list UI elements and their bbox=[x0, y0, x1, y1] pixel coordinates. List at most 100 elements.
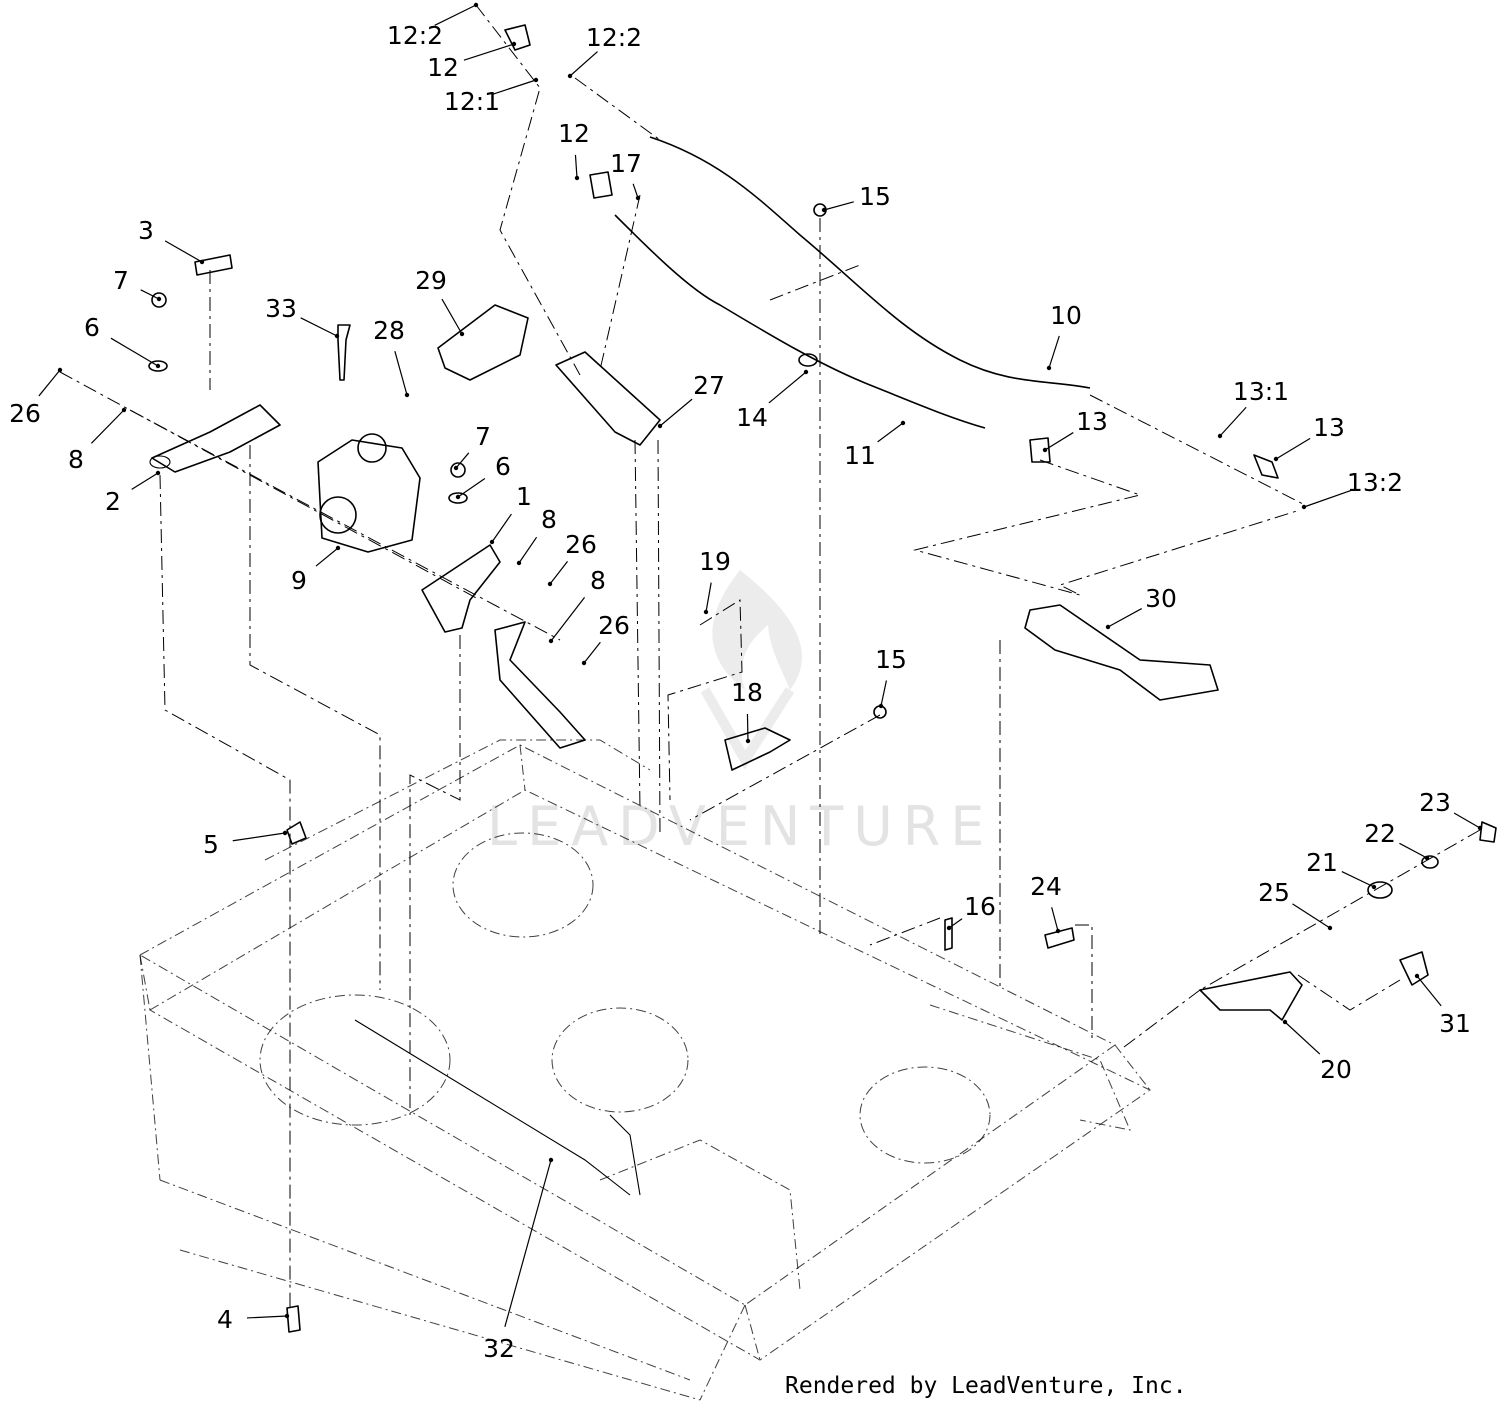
callout-label: 14 bbox=[736, 403, 768, 432]
callout-label: 26 bbox=[565, 530, 597, 559]
leader-line bbox=[583, 641, 601, 664]
leader-line bbox=[232, 832, 286, 842]
leader-line bbox=[550, 597, 586, 642]
leader-dot bbox=[745, 738, 751, 744]
leader-line bbox=[434, 4, 477, 26]
leader-dot bbox=[473, 2, 479, 8]
callout-label: 25 bbox=[1258, 878, 1290, 907]
leader-dot bbox=[334, 333, 340, 339]
callout-label: 6 bbox=[84, 313, 100, 342]
bracket-1 bbox=[421, 544, 501, 633]
callout-label: 12:1 bbox=[444, 87, 500, 116]
leader-line bbox=[1303, 488, 1355, 508]
leader-dot bbox=[57, 367, 63, 373]
cylinder-27 bbox=[555, 351, 661, 446]
leader-dot bbox=[581, 660, 587, 666]
callout-label: 21 bbox=[1306, 848, 1338, 877]
leader-dot bbox=[489, 539, 495, 545]
callout-label: 10 bbox=[1050, 301, 1082, 330]
gearbox-9 bbox=[317, 439, 421, 553]
leader-dot bbox=[121, 407, 127, 413]
callout-label: 17 bbox=[610, 149, 642, 178]
leader-dot bbox=[156, 296, 162, 302]
callout-label: 13 bbox=[1313, 413, 1345, 442]
callouts: 12:2 12 12:1 12:2 12 17 15 3 7 29 33 6 2… bbox=[9, 21, 1471, 1363]
leader-line bbox=[768, 371, 807, 404]
leader-dot bbox=[946, 925, 952, 931]
leader-line bbox=[300, 317, 338, 337]
callout-label: 30 bbox=[1145, 584, 1177, 613]
leader-dot bbox=[1282, 1019, 1288, 1025]
callout-label: 12:2 bbox=[387, 21, 443, 50]
leader-dot bbox=[335, 545, 341, 551]
leader-dot bbox=[1301, 504, 1307, 510]
callout-label: 9 bbox=[291, 566, 307, 595]
leader-line bbox=[1044, 432, 1074, 451]
leader-line bbox=[140, 289, 160, 300]
leader-dot bbox=[1105, 624, 1111, 630]
knob-31 bbox=[1399, 951, 1429, 986]
leader-line bbox=[38, 369, 61, 397]
lever bbox=[494, 621, 586, 749]
callout-label: 20 bbox=[1320, 1055, 1352, 1084]
callout-leaders bbox=[38, 2, 1483, 1327]
leader-dot bbox=[703, 609, 709, 615]
leader-line bbox=[1219, 406, 1247, 437]
leader-line bbox=[1416, 975, 1442, 1007]
callout-label: 28 bbox=[373, 316, 405, 345]
leader-line bbox=[131, 472, 159, 490]
leader-line bbox=[315, 547, 339, 567]
leader-dot bbox=[1046, 365, 1052, 371]
callout-label: 32 bbox=[483, 1334, 515, 1363]
credit-text: Rendered by LeadVenture, Inc. bbox=[785, 1373, 1187, 1399]
leader-line bbox=[504, 1159, 552, 1327]
leader-line bbox=[394, 351, 408, 396]
leader-line bbox=[110, 337, 159, 367]
leader-dot bbox=[1327, 925, 1333, 931]
leader-line bbox=[574, 154, 578, 179]
callout-label: 1 bbox=[516, 482, 532, 511]
leader-line bbox=[659, 398, 693, 427]
leader-line bbox=[705, 582, 712, 613]
callout-label: 12 bbox=[427, 53, 459, 82]
leader-line bbox=[549, 561, 568, 585]
callout-label: 26 bbox=[598, 611, 630, 640]
leader-dot bbox=[900, 420, 906, 426]
leader-dot bbox=[1371, 884, 1377, 890]
callout-label: 29 bbox=[415, 266, 447, 295]
leader-line bbox=[518, 536, 538, 564]
callout-label: 27 bbox=[693, 371, 725, 400]
leader-line bbox=[877, 422, 904, 443]
leader-dot bbox=[1273, 456, 1279, 462]
leader-line bbox=[492, 79, 537, 95]
leader-dot bbox=[567, 73, 573, 79]
callout-label: 6 bbox=[495, 452, 511, 481]
leader-dot bbox=[516, 560, 522, 566]
leader-line bbox=[491, 513, 512, 543]
leader-line bbox=[90, 409, 125, 444]
leader-dot bbox=[547, 581, 553, 587]
leader-line bbox=[1048, 335, 1060, 369]
callout-label: 13:2 bbox=[1347, 468, 1403, 497]
leader-line bbox=[1275, 437, 1311, 460]
hose-10 bbox=[649, 136, 1091, 389]
leader-dot bbox=[1477, 825, 1483, 831]
callout-label: 12 bbox=[558, 119, 590, 148]
leader-line bbox=[441, 298, 463, 335]
leader-dot bbox=[511, 41, 517, 47]
callout-label: 7 bbox=[475, 422, 491, 451]
leader-line bbox=[457, 477, 486, 498]
assembly-lines bbox=[59, 4, 1481, 1310]
leader-line bbox=[463, 43, 515, 61]
hose-11 bbox=[614, 214, 986, 429]
watermark-flame-icon bbox=[712, 570, 802, 690]
leader-dot bbox=[453, 465, 459, 471]
callout-label: 15 bbox=[875, 645, 907, 674]
leader-line bbox=[1399, 842, 1428, 859]
leader-dot bbox=[282, 830, 288, 836]
leader-line bbox=[632, 183, 639, 199]
leader-line bbox=[1453, 812, 1481, 829]
leader-dot bbox=[574, 175, 580, 181]
leader-dot bbox=[284, 1313, 290, 1319]
